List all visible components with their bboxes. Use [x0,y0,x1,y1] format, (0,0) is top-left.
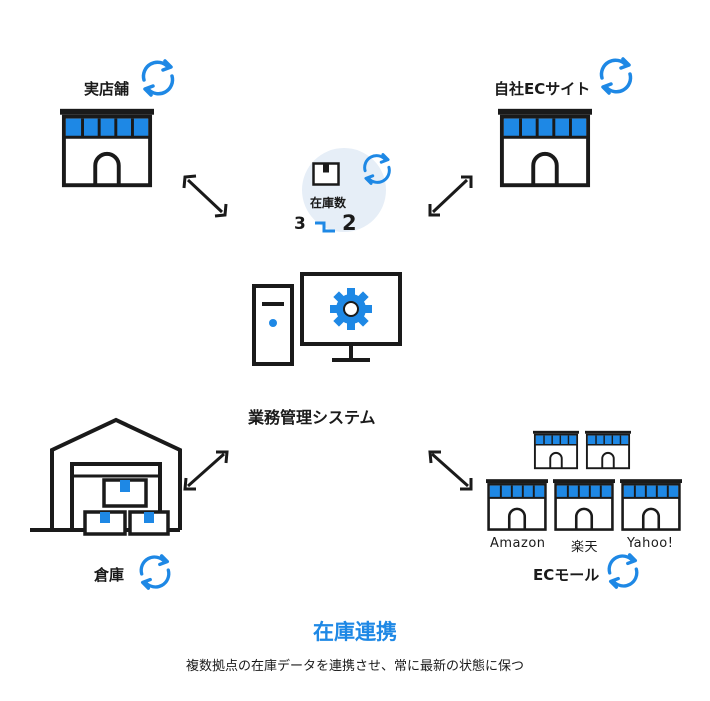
mall-name-rakuten: 楽天 [571,540,599,555]
rakuten-store-icon [553,478,615,531]
computer-icon [252,272,402,366]
mall-name-yahoo: Yahoo! [627,536,674,551]
arrow-store-system [182,174,228,218]
warehouse-label: 倉庫 [94,566,125,584]
system-label: 業務管理システム [248,408,376,427]
footer-subtitle: 複数拠点の在庫データを連携させ、常に最新の状態に保つ [185,659,524,674]
inventory-from: 3 [294,214,306,234]
real-store-label: 実店舗 [84,80,130,98]
inventory-label: 在庫数 [310,196,347,210]
sync-icon [607,553,639,589]
storefront-icon [585,430,631,470]
arrow-warehouse-system [183,450,229,491]
inventory-to: 2 [342,211,357,235]
warehouse-icon [30,417,182,536]
footer-title: 在庫連携 [313,620,397,644]
decrease-arrow-icon [315,221,335,233]
sync-icon [139,554,171,590]
ec-mall-label: ECモール [533,566,600,584]
storefront-icon [533,430,579,470]
amazon-store-icon [486,478,548,531]
arrow-ec-system [428,175,473,217]
own-ec-site-label: 自社ECサイト [494,80,591,98]
package-icon [312,162,340,186]
mall-name-amazon: Amazon [490,536,546,551]
yahoo-store-icon [620,478,682,531]
arrow-mall-system [428,450,473,491]
